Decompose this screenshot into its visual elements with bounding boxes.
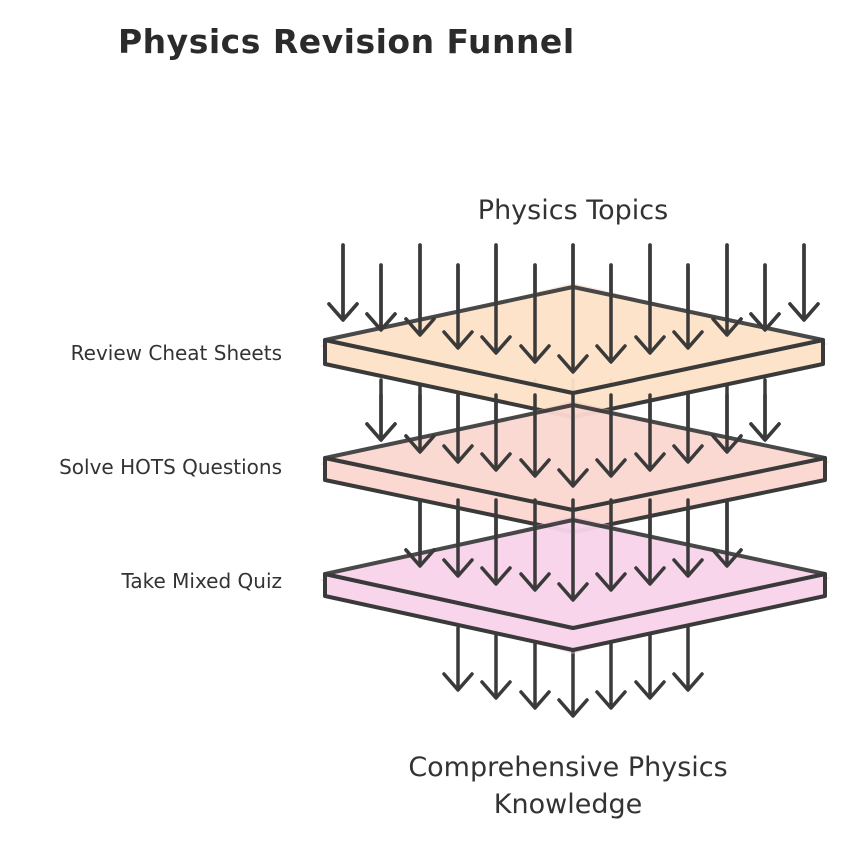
arrow-stage-1-over-11 <box>749 393 781 442</box>
plate-solve-hots-questions <box>319 401 831 536</box>
arrow-input-over-6 <box>519 263 551 364</box>
arrow-input-over-8 <box>595 263 627 364</box>
arrow-input-over-12 <box>749 263 781 332</box>
arrow-stage-2-over-5 <box>557 498 589 602</box>
arrow-stage-1-over-10 <box>711 393 743 454</box>
arrow-stage-2-over-6 <box>595 498 627 592</box>
arrow-input-over-13 <box>788 243 820 322</box>
output-label-line-1: Comprehensive Physics <box>408 752 727 783</box>
stage-label-review-cheat-sheets: Review Cheat Sheets <box>71 341 282 365</box>
stage-label-take-mixed-quiz: Take Mixed Quiz <box>120 569 282 593</box>
labels-layer: Physics Topics Review Cheat Sheets Solve… <box>59 195 728 820</box>
arrow-stage-1-over-1 <box>365 393 397 442</box>
arrow-output-7 <box>672 626 704 692</box>
arrow-stage-1-over-3 <box>442 393 474 464</box>
arrow-stage-2-over-3 <box>480 498 512 586</box>
arrow-stage-1-over-9 <box>672 393 704 464</box>
input-label: Physics Topics <box>478 195 668 226</box>
arrow-input-over-3 <box>404 243 436 337</box>
arrow-stage-2-over-1 <box>404 498 436 568</box>
arrow-input-over-1 <box>327 243 359 322</box>
arrow-output-2 <box>480 626 512 700</box>
arrow-stage-2-over-4 <box>519 498 551 592</box>
arrow-input-over-11 <box>711 243 743 337</box>
plates-layer <box>319 243 831 654</box>
arrow-stage-2-over-8 <box>672 498 704 578</box>
diagram-title: Physics Revision Funnel <box>118 22 575 61</box>
arrow-output-1 <box>442 626 474 692</box>
plate-take-mixed-quiz <box>319 516 831 654</box>
arrow-input-over-10 <box>672 263 704 350</box>
arrow-stage-2-over-7 <box>634 498 666 586</box>
arrow-stage-1-over-6 <box>557 393 589 488</box>
arrow-output-6 <box>634 626 666 700</box>
arrow-input-over-7 <box>557 243 589 374</box>
arrow-stage-1-over-4 <box>480 393 512 472</box>
arrow-input-over-4 <box>442 263 474 350</box>
stage-label-solve-hots-questions: Solve HOTS Questions <box>59 455 282 479</box>
arrow-stage-2-over-9 <box>711 498 743 568</box>
arrow-input-over-2 <box>365 263 397 332</box>
arrow-input-over-5 <box>480 243 512 355</box>
output-label-line-2: Knowledge <box>494 789 642 820</box>
arrow-input-over-9 <box>634 243 666 355</box>
arrow-stage-2-over-2 <box>442 498 474 578</box>
arrow-stage-1-over-8 <box>634 393 666 472</box>
arrow-stage-1-over-2 <box>404 393 436 454</box>
arrow-stage-1-over-7 <box>595 393 627 478</box>
arrow-stage-1-over-5 <box>519 393 551 478</box>
arrows-overlay <box>327 243 820 602</box>
